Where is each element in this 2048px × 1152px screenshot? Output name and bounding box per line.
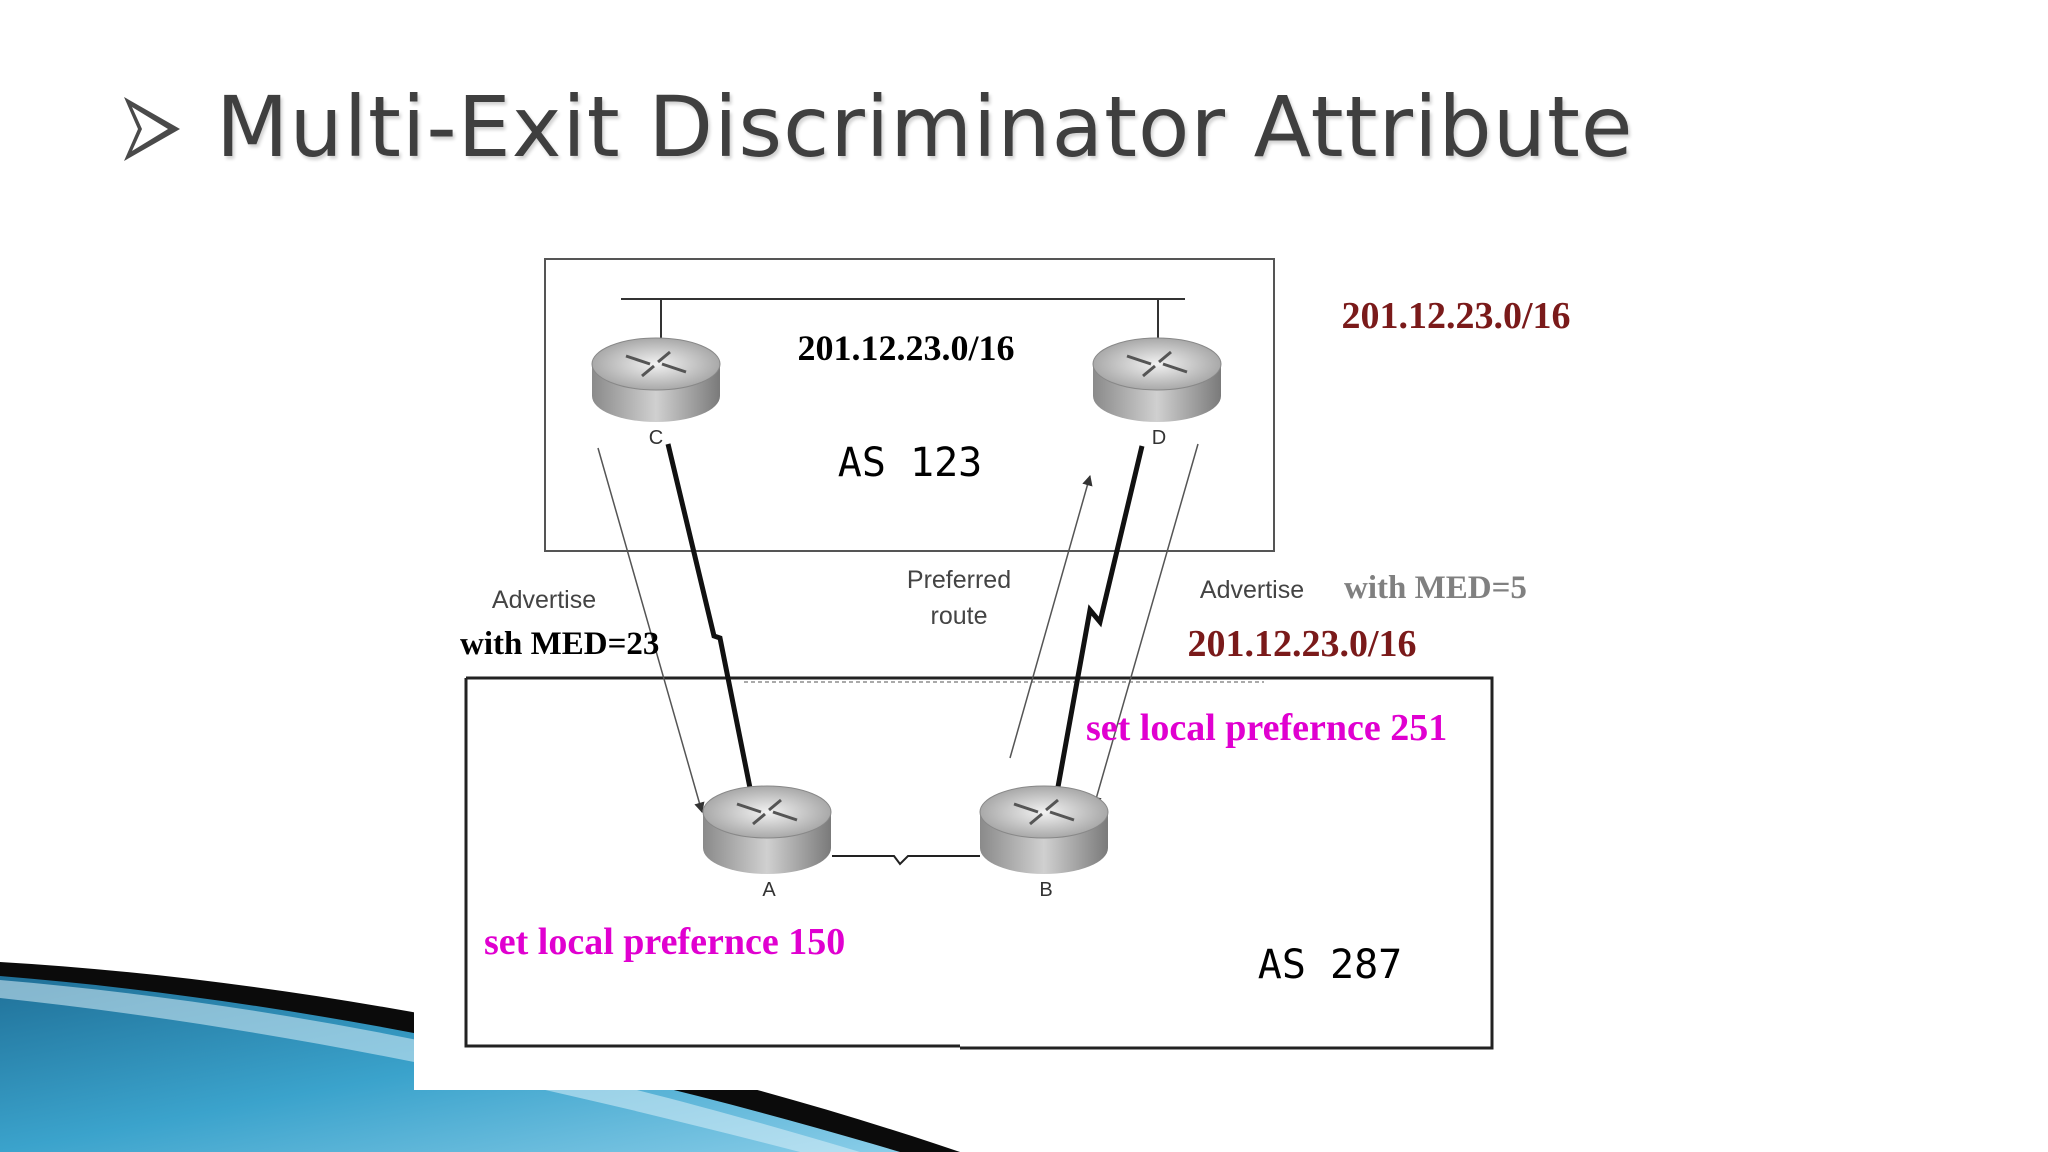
router-b-icon — [980, 786, 1108, 874]
advertise-arrow-d-to-b — [1094, 444, 1198, 806]
local-pref-b-label: set local prefernce 251 — [1086, 707, 1447, 749]
router-a-label: A — [762, 879, 776, 901]
local-pref-a-label: set local prefernce 150 — [484, 921, 845, 963]
left-advertise-label: Advertise — [492, 586, 596, 614]
as123-label: AS 123 — [838, 440, 983, 486]
router-d-label: D — [1152, 427, 1166, 449]
serial-link-c-a — [668, 444, 752, 798]
preferred-route-line1: Preferred — [907, 566, 1011, 594]
as123-network-label: 201.12.23.0/16 — [797, 328, 1014, 368]
router-d-icon — [1093, 338, 1221, 422]
as287-label: AS 287 — [1258, 942, 1403, 988]
bgp-med-diagram: C D A B 201.12.23.0/16 AS 123 201.12.23.… — [414, 226, 1600, 1090]
left-med-label: with MED=23 — [460, 626, 659, 662]
arrowhead-bullet-icon — [118, 87, 188, 167]
slide-title: Multi-Exit Discriminator Attribute — [118, 78, 1634, 176]
right-advertise-label: Advertise — [1200, 576, 1304, 604]
router-b-label: B — [1039, 879, 1052, 901]
preferred-route-line2: route — [931, 602, 988, 630]
link-a-b — [832, 856, 980, 864]
outer-network-label: 201.12.23.0/16 — [1341, 295, 1570, 337]
router-a-icon — [703, 786, 831, 874]
router-c-icon — [592, 338, 720, 422]
diagram-canvas: C D A B 201.12.23.0/16 AS 123 201.12.23.… — [414, 226, 1600, 1090]
router-c-label: C — [649, 427, 663, 449]
as287-box-left — [466, 678, 960, 1046]
lower-network-label: 201.12.23.0/16 — [1187, 623, 1416, 665]
preferred-route-arrow — [1010, 476, 1090, 758]
slide-title-text: Multi-Exit Discriminator Attribute — [216, 78, 1634, 176]
right-med-label: with MED=5 — [1344, 570, 1527, 606]
